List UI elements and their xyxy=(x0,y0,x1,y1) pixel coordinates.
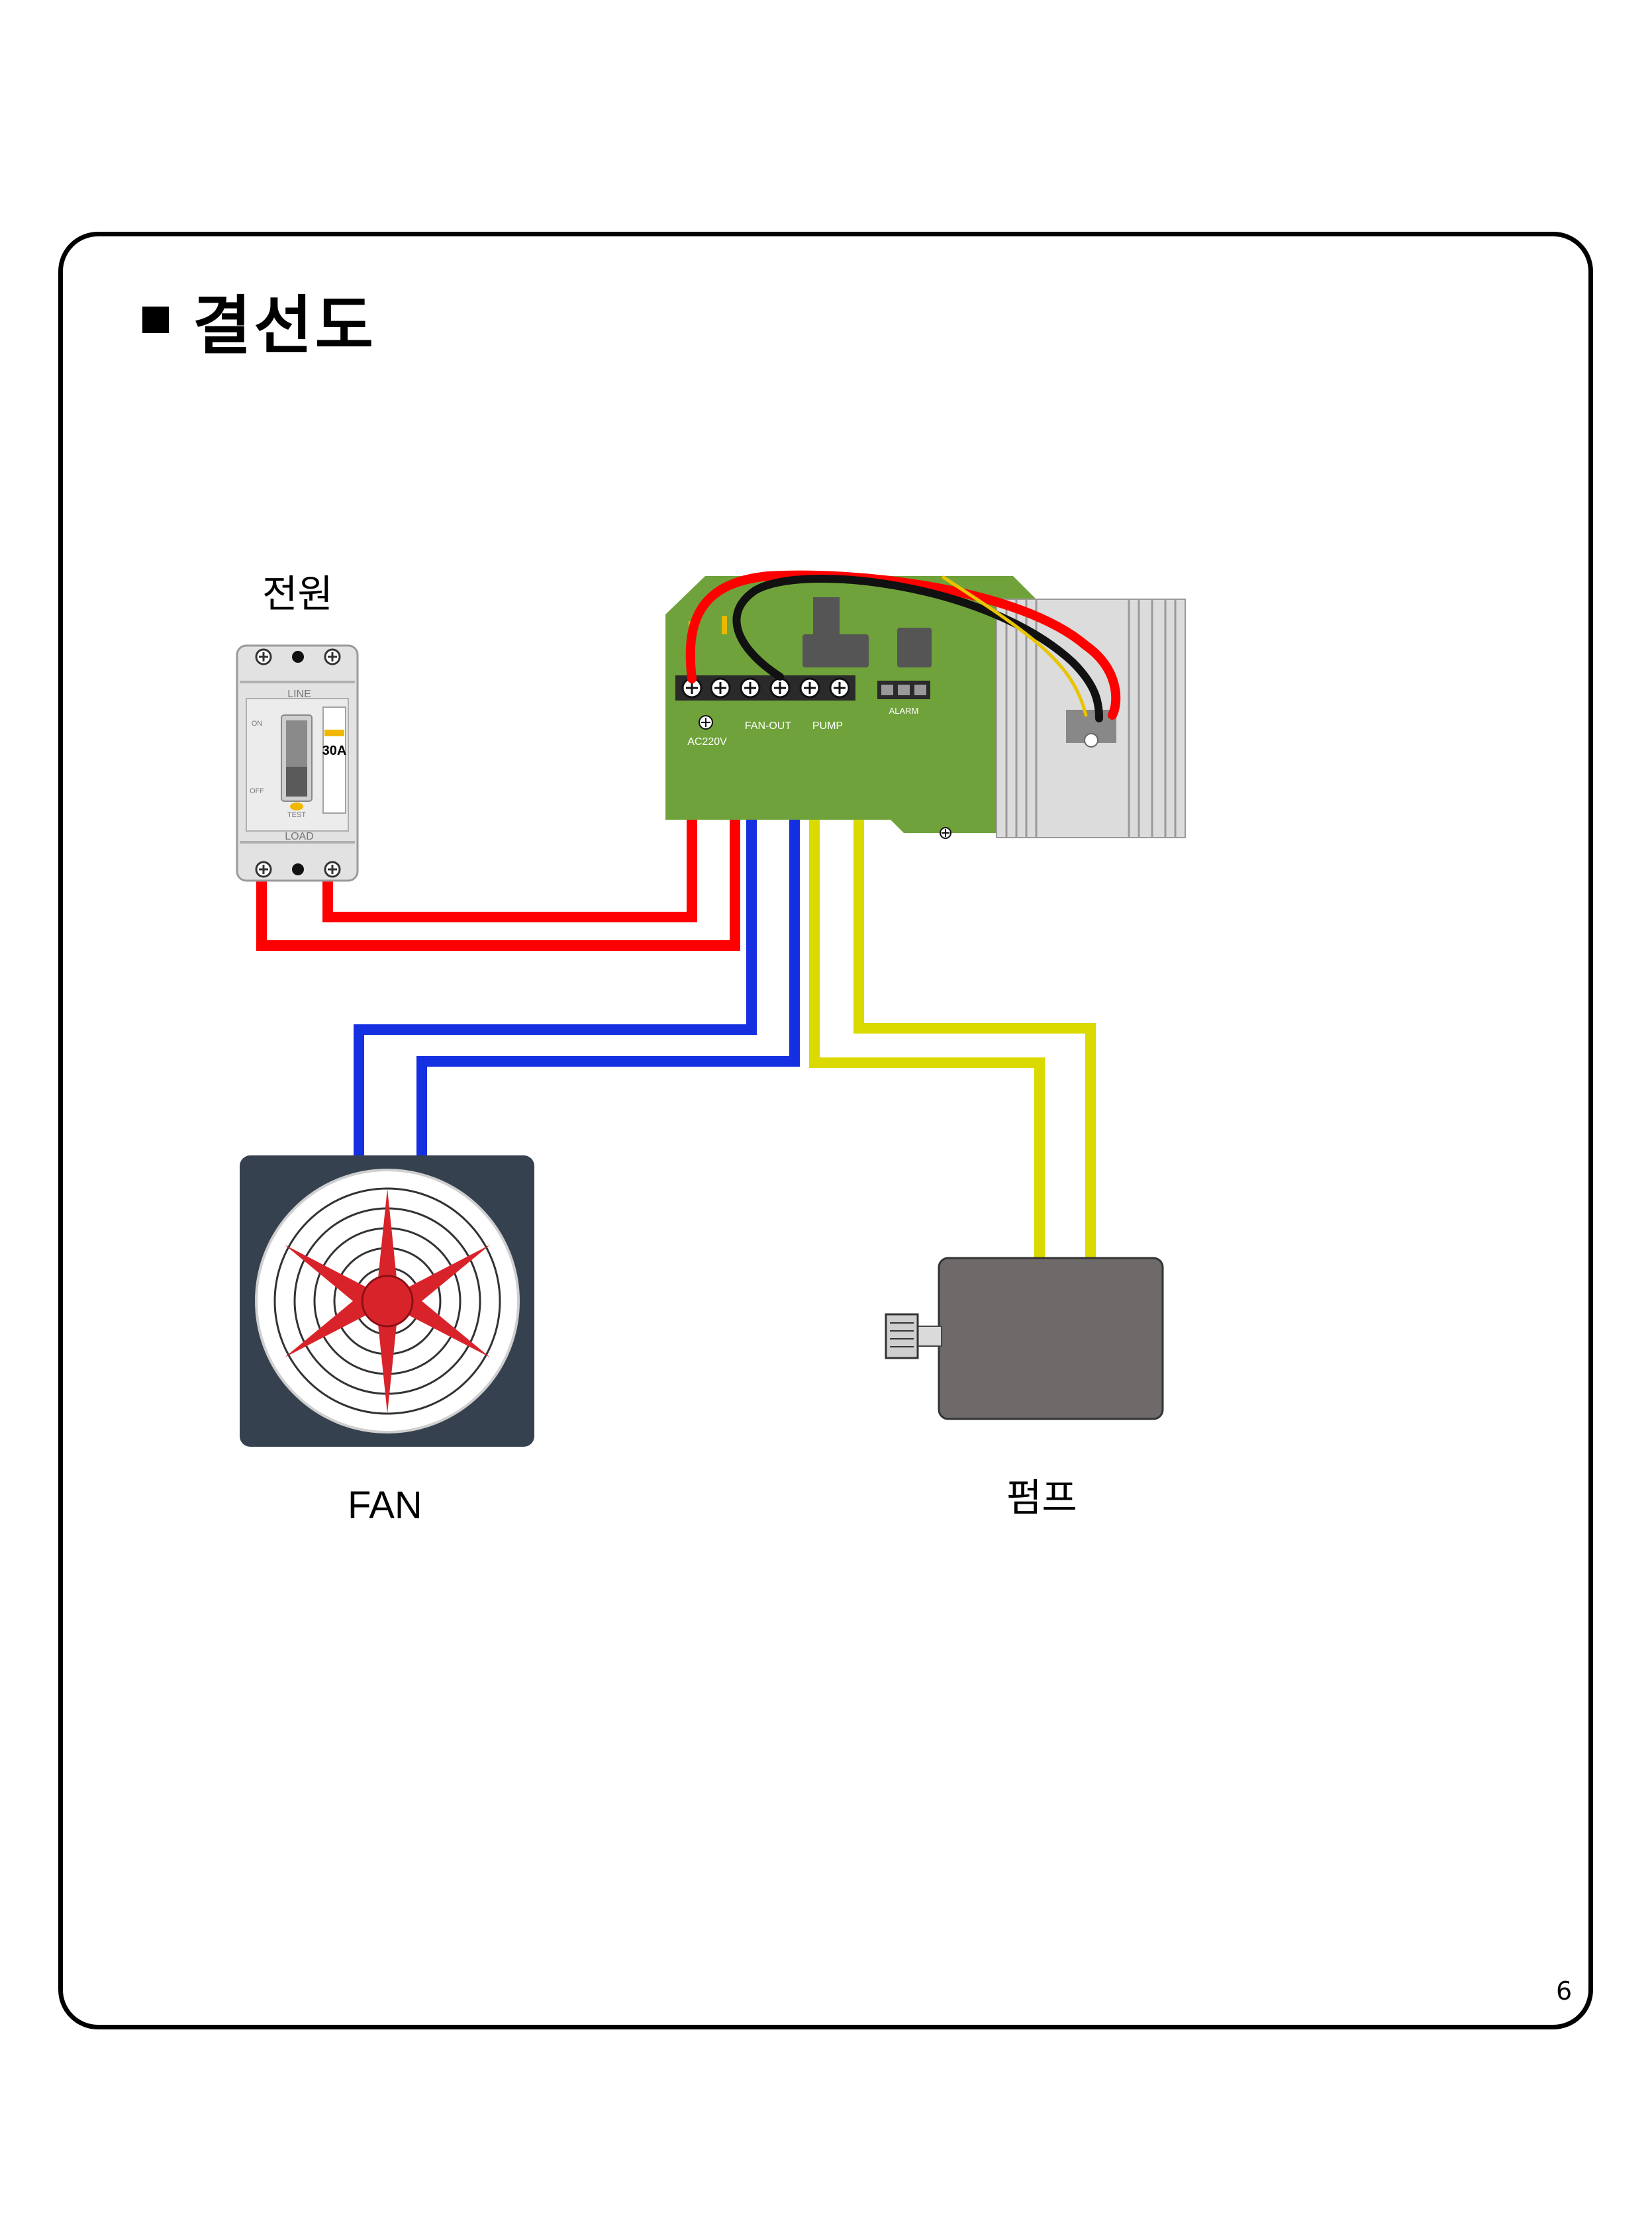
red-wire-1 xyxy=(256,701,740,951)
breaker-load-label: LOAD xyxy=(285,831,314,842)
exhaust-fan xyxy=(240,1155,534,1447)
title-text: 결선도 xyxy=(193,288,376,363)
heat-sink xyxy=(996,599,1186,838)
controller-board: AC220V FAN-OUT PUMP ALARM xyxy=(665,576,1036,839)
pump-motor xyxy=(885,1257,1164,1420)
page-frame xyxy=(58,232,1593,2029)
yellow-wire-2 xyxy=(853,701,1096,1261)
breaker-on-label: ON xyxy=(252,720,263,728)
page-number: 6 xyxy=(1556,1976,1573,2006)
breaker-test-label: TEST xyxy=(287,811,306,819)
power-label: 전원 xyxy=(262,571,333,616)
pump-label-text: 펌프 xyxy=(1006,1475,1077,1520)
square-bullet-icon xyxy=(142,307,169,333)
fan-blades-icon xyxy=(285,1189,490,1414)
breaker-rating-label: 30A xyxy=(322,744,347,758)
fan-out-label: FAN-OUT xyxy=(745,720,791,732)
board-red-wire xyxy=(685,570,1121,720)
fan-label: FAN xyxy=(348,1484,422,1527)
board-black-wire xyxy=(732,575,1103,722)
page-title: 결선도 xyxy=(142,283,376,363)
circuit-breaker: 30A LINE LOAD ON OFF TEST xyxy=(236,644,359,882)
ac220v-label: AC220V xyxy=(687,736,727,748)
pump-label: PUMP xyxy=(812,720,843,732)
blue-wire-1 xyxy=(354,701,757,1160)
board-yellow-wire xyxy=(942,575,1088,717)
blue-wire-2 xyxy=(416,701,800,1160)
breaker-off-label: OFF xyxy=(250,787,264,795)
yellow-wire-1 xyxy=(809,701,1045,1261)
red-wire-2 xyxy=(322,701,697,922)
alarm-label: ALARM xyxy=(889,706,919,716)
breaker-line-label: LINE xyxy=(287,689,311,700)
